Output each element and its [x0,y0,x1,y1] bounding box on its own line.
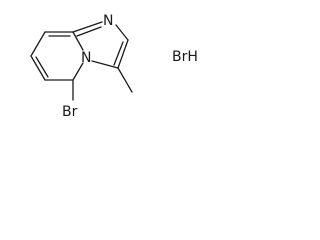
bond-c2-c3 [117,39,129,69]
bond-c8-c7 [30,31,46,57]
structure-canvas: N N Br BrH [0,0,206,132]
bond-c7-c6-inner [35,56,49,78]
bond-n4-c8a [72,31,84,51]
bond-c2-c3-inner [113,41,124,66]
molecule-drawing: N N Br BrH [30,13,198,120]
bond-c8a-n1-inner [76,26,102,37]
bond-c7-c6 [30,55,46,81]
atom-n-bridge: N [81,50,91,66]
bond-n1-c2 [115,24,129,41]
salt-hbr-label: BrH [172,49,198,65]
bond-c3-methyl [117,67,133,93]
atom-bromine: Br [62,104,78,120]
bond-c8a-n1 [72,21,103,33]
atom-n-imidazole: N [103,13,113,29]
bond-c3-n4 [91,60,119,69]
bond-c5-n4 [72,62,84,81]
